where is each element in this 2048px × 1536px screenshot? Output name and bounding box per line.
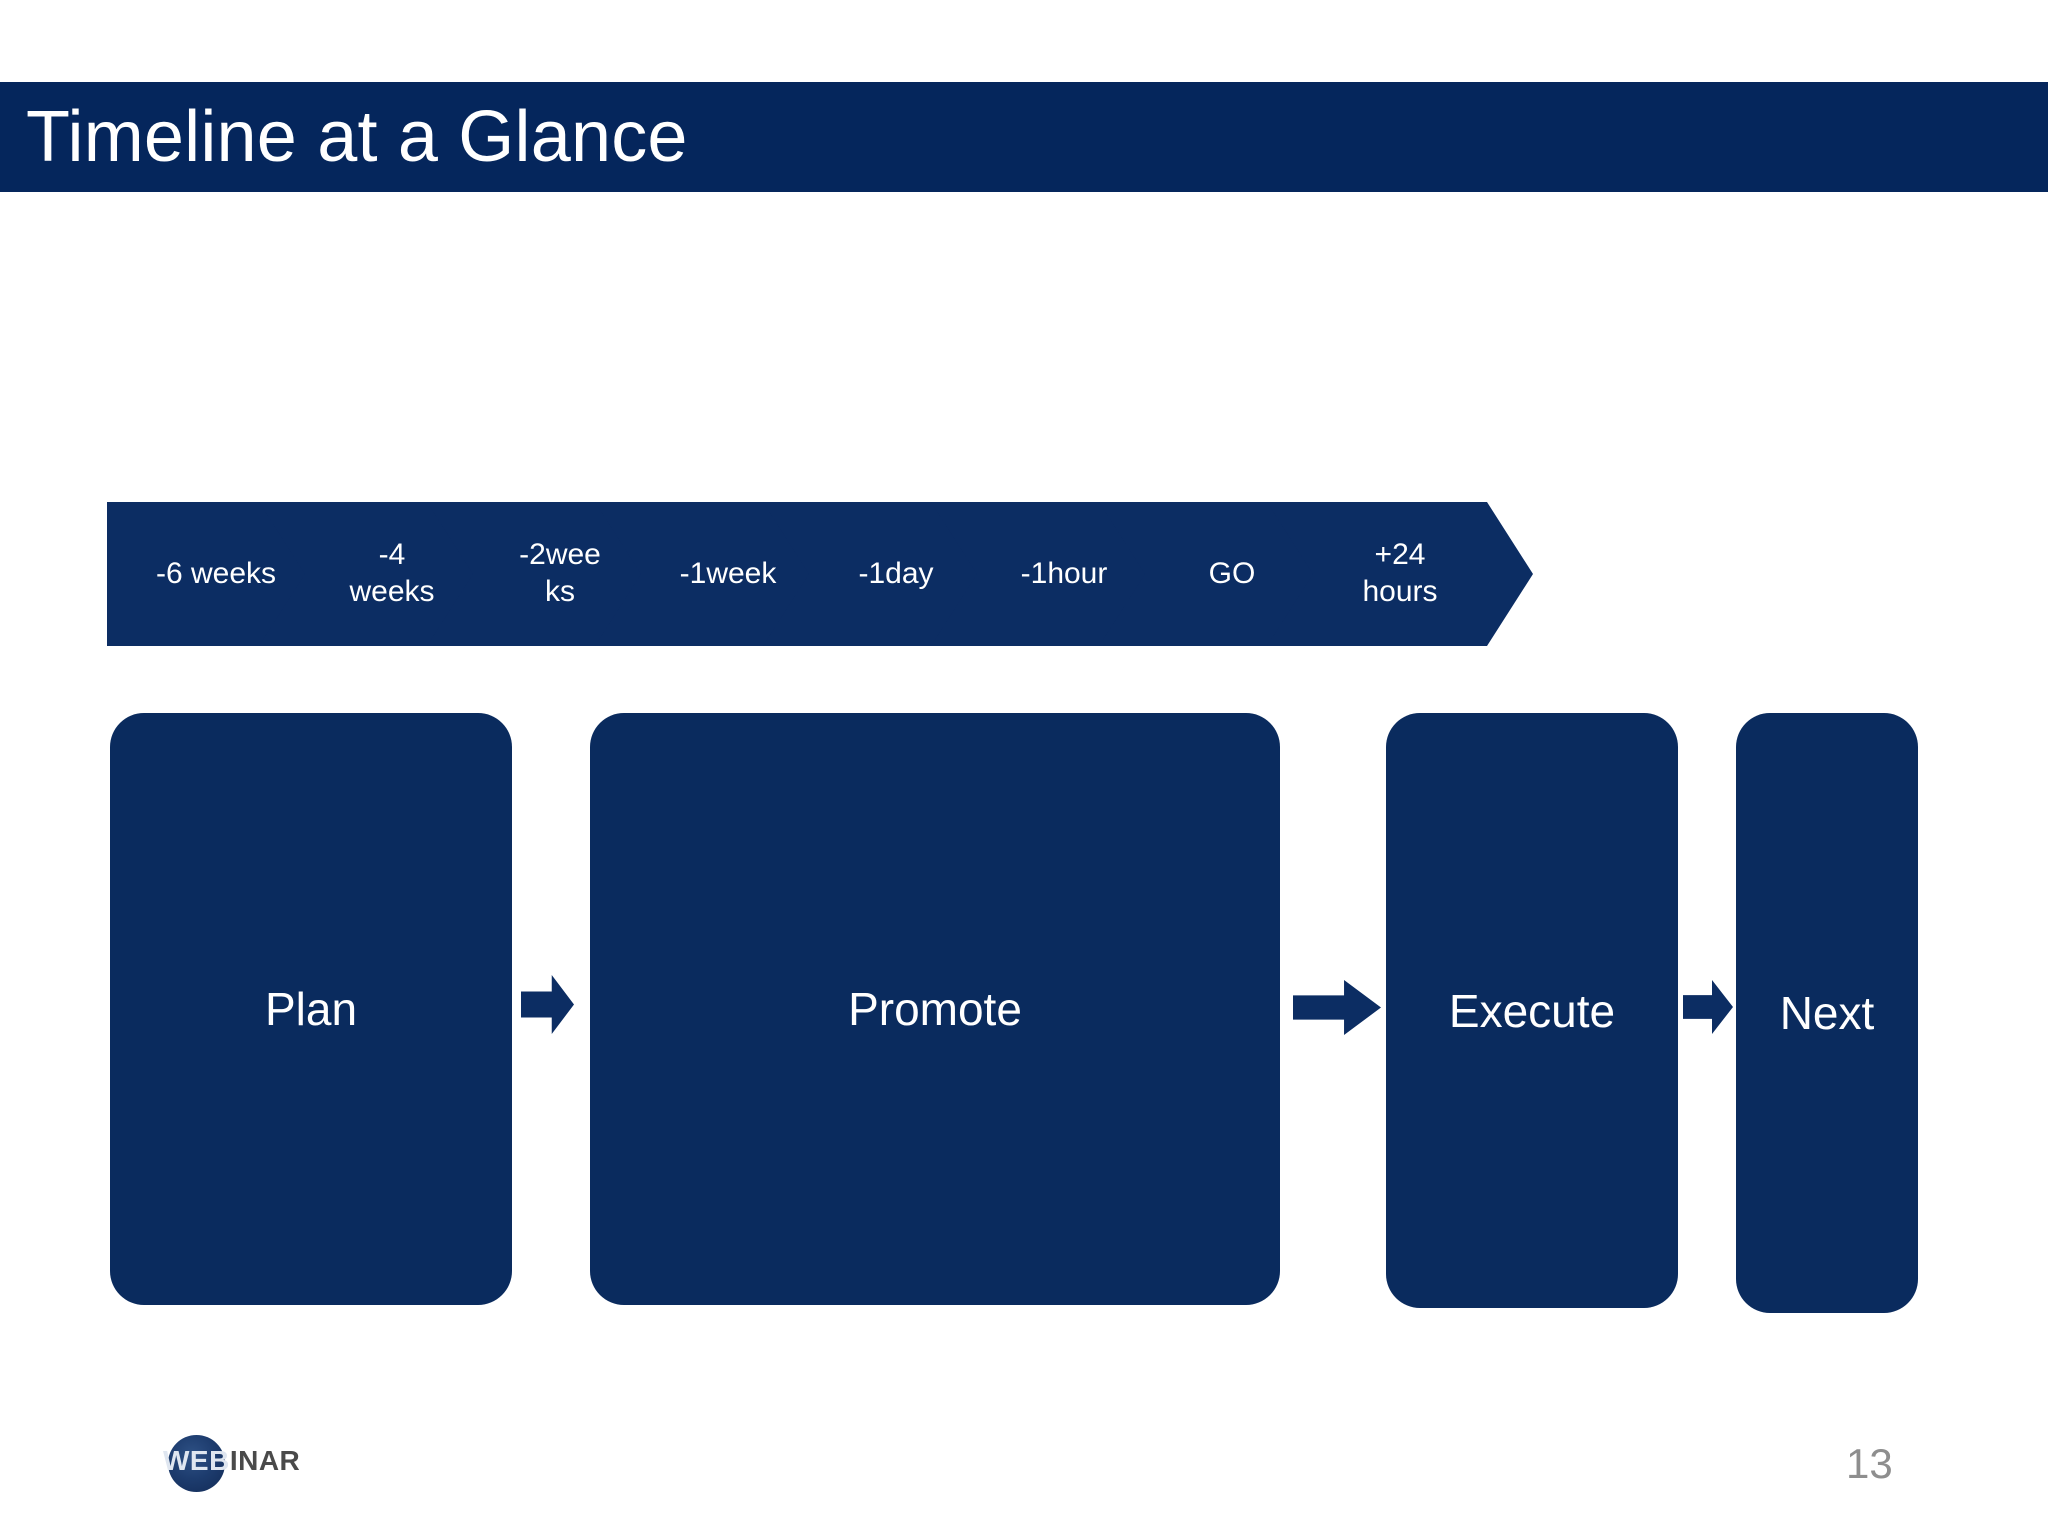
logo-word-inside: WEB	[163, 1445, 230, 1476]
logo-circle-icon	[168, 1435, 225, 1492]
phase-box-label: Next	[1779, 987, 1875, 1039]
phase-box-promote[interactable]: Promote	[590, 713, 1280, 1305]
phase-box-plan[interactable]: Plan	[110, 713, 512, 1305]
arrow-plan-to-promote-icon	[521, 975, 574, 1034]
phase-box-label: Plan	[264, 983, 358, 1035]
phase-box-label: Promote	[848, 983, 1022, 1035]
arrow-promote-to-execute-icon	[1293, 980, 1381, 1035]
timeline-step-label: -6 weeks	[155, 556, 277, 590]
title-banner: Timeline at a Glance	[0, 82, 2048, 192]
webinar-logo: WEBINAR	[155, 1430, 315, 1496]
phase-box-label: Execute	[1448, 984, 1616, 1037]
timeline-step-label: +24 hours	[1362, 538, 1438, 608]
page-number: 13	[1846, 1440, 1893, 1487]
timeline-step-label: GO	[1208, 556, 1256, 590]
timeline-step-label: -2weeks	[519, 538, 601, 608]
timeline-step-label: -1hour	[1020, 556, 1108, 590]
arrow-execute-to-next-icon	[1683, 980, 1733, 1034]
phase-box-next[interactable]: Next	[1736, 713, 1918, 1313]
timeline-step-label: -1day	[858, 556, 934, 590]
logo-wordmark: WEBINAR	[163, 1447, 300, 1475]
timeline-chevron-row: -6 weeks -4 weeks -2weeks -1week -1day -…	[107, 502, 1957, 646]
logo-word-outside: INAR	[229, 1445, 301, 1476]
timeline-step-label: -1week	[679, 556, 777, 590]
timeline-step-label: -4 weeks	[349, 538, 435, 608]
page-title: Timeline at a Glance	[26, 97, 688, 177]
phase-box-execute[interactable]: Execute	[1386, 713, 1678, 1308]
